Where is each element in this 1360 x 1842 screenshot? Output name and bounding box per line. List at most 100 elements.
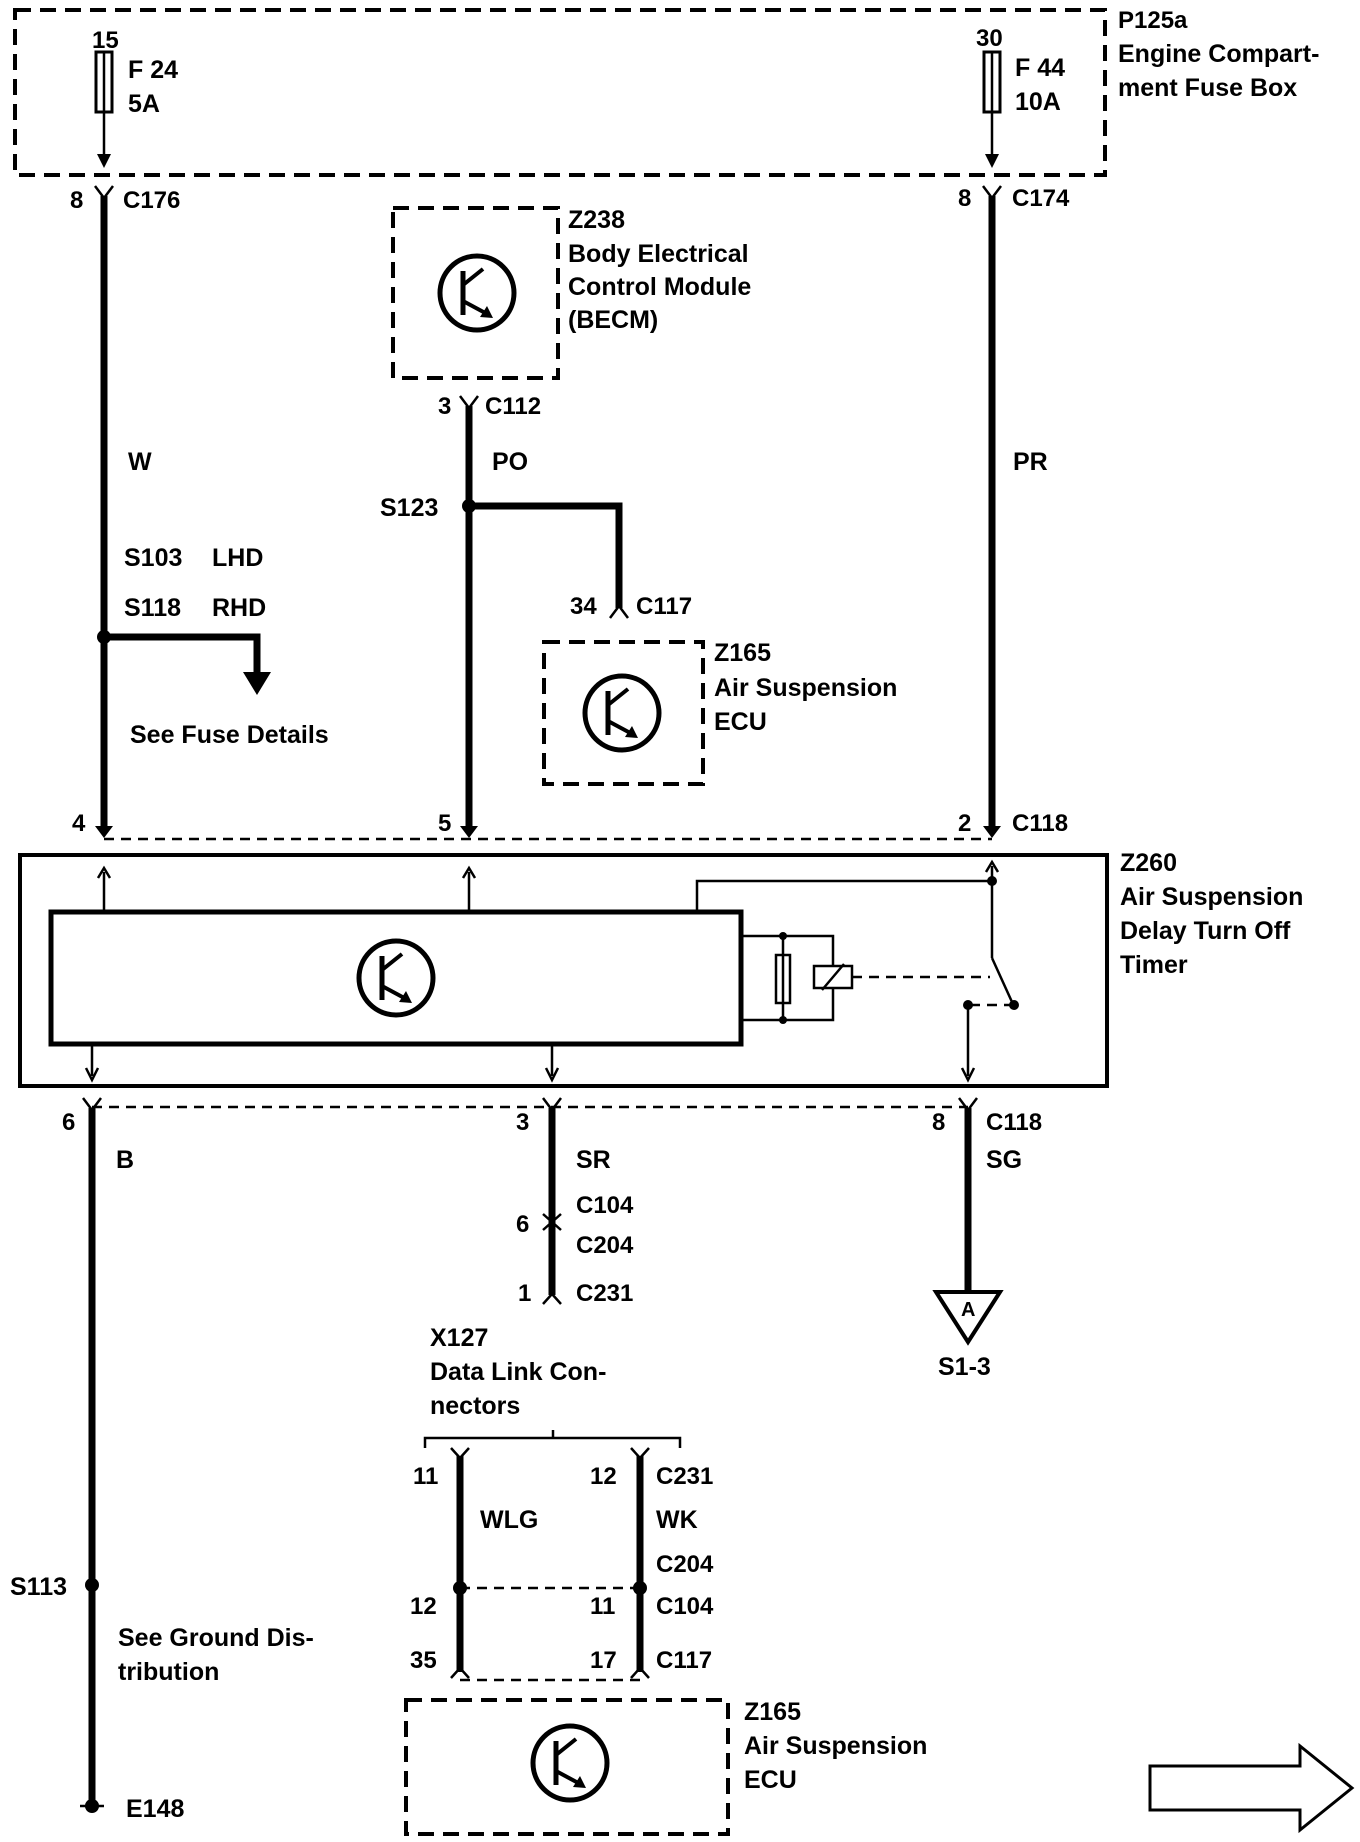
becm-module: Z238 Body Electrical Control Module (BEC… (391, 206, 751, 380)
delay-timer-module: 4 5 2 C118 Z260 Air Suspension Delay Tur… (18, 810, 1303, 1088)
timer-pin-4: 4 (72, 810, 86, 837)
ground-point-icon (85, 1799, 99, 1813)
wire-po-label: PO (492, 448, 528, 476)
wire-pr-label: PR (1013, 448, 1048, 476)
dlc-pin-11-top: 11 (413, 1463, 438, 1490)
see-ground-1: See Ground Dis- (118, 1624, 314, 1652)
wire-po: 3 C112 PO S123 34 C117 (380, 393, 692, 826)
dlc-pin-17: 17 (590, 1647, 617, 1674)
see-ground-2: tribution (118, 1658, 219, 1686)
splice-s113: S113 (10, 1573, 67, 1601)
splice-s103: S103 (124, 544, 182, 572)
ecu-top-id: Z165 (714, 639, 771, 667)
becm-name-3: (BECM) (568, 306, 658, 334)
timer-out-c118: C118 (986, 1109, 1042, 1136)
splice-dot-s113 (85, 1578, 99, 1592)
dlc-c104: C104 (656, 1593, 714, 1620)
c104-label: C104 (576, 1192, 634, 1219)
dlc-pin-12-mid: 12 (410, 1593, 437, 1620)
timer-pin-5: 5 (438, 810, 451, 837)
c176-pin: 8 (70, 187, 83, 214)
wire-sr-label: SR (576, 1146, 611, 1174)
c117-label: C117 (636, 593, 692, 620)
timer-out-pin-8: 8 (932, 1109, 945, 1136)
fuse-f24: 15 F 24 5A (92, 27, 178, 168)
wire-wlg-label: WLG (480, 1506, 538, 1534)
rhd-label: RHD (212, 594, 266, 622)
wire-sg: SG A S1-3 (932, 1108, 1022, 1381)
c174-label: C174 (1012, 185, 1070, 212)
dlc-pin-35: 35 (410, 1647, 437, 1674)
splice-s118: S118 (124, 594, 181, 622)
ecu-bottom-name-1: Air Suspension (744, 1732, 927, 1760)
c104-pin: 6 (516, 1211, 529, 1238)
c176-label: C176 (123, 187, 180, 214)
fuse-f44: 30 F 44 10A (976, 25, 1065, 168)
fuse-f44-rating: 10A (1015, 88, 1061, 116)
c231-pin: 1 (518, 1280, 531, 1307)
timer-name-1: Air Suspension (1120, 883, 1303, 911)
ground-e148: E148 (126, 1795, 184, 1823)
air-suspension-ecu-bottom: Z165 Air Suspension ECU (404, 1698, 927, 1836)
wire-w-label: W (128, 448, 152, 476)
c117-pin: 34 (570, 593, 597, 620)
becm-id: Z238 (568, 206, 625, 234)
timer-name-3: Timer (1120, 951, 1188, 979)
timer-c118-top: C118 (1012, 810, 1068, 837)
ecu-bottom-name-2: ECU (744, 1766, 797, 1794)
wire-w: 8 C176 W S103 LHD S118 RHD See Fuse Deta… (70, 185, 329, 826)
splice-s123: S123 (380, 494, 438, 522)
next-page-arrow-icon[interactable] (1148, 1742, 1355, 1834)
timer-pin-2: 2 (958, 810, 971, 837)
timer-out-pin-6: 6 (62, 1109, 75, 1136)
ecu-top-name-1: Air Suspension (714, 674, 897, 702)
offpage-triangle-icon (932, 1290, 1004, 1346)
lhd-label: LHD (212, 544, 263, 572)
wire-pr: 8 C174 PR (958, 185, 1070, 826)
timer-resistor (774, 953, 792, 1005)
wire-b-label: B (116, 1146, 134, 1174)
fuse-f44-terminal: 30 (976, 25, 1003, 52)
c112-label: C112 (485, 393, 541, 420)
ecu-bottom-id: Z165 (744, 1698, 801, 1726)
fuse-f44-label: F 44 (1015, 54, 1065, 82)
see-fuse-details: See Fuse Details (130, 721, 329, 749)
ecu-bottom-transistor-icon (533, 1726, 607, 1800)
fuse-f24-terminal: 15 (92, 27, 119, 54)
dlc-id: X127 (430, 1324, 488, 1352)
timer-electronics-box (48, 909, 744, 1047)
c204-label: C204 (576, 1232, 634, 1259)
wire-b: B S113 See Ground Dis- tribution E148 (10, 1108, 314, 1823)
becm-name-2: Control Module (568, 273, 751, 301)
dlc-c117: C117 (656, 1647, 712, 1674)
dlc-c231: C231 (656, 1463, 713, 1490)
fuse-box-id: P125a (1118, 7, 1188, 34)
fuse-f24-rating: 5A (128, 90, 160, 118)
fuse-box-name-1: Engine Compart- (1118, 40, 1319, 68)
dlc-pin-11-mid: 11 (590, 1593, 615, 1620)
wire-wk-label: WK (656, 1506, 698, 1534)
ecu-top-name-2: ECU (714, 708, 767, 736)
dlc-name-2: nectors (430, 1392, 520, 1420)
air-suspension-ecu-top: Z165 Air Suspension ECU (542, 639, 897, 786)
becm-name-1: Body Electrical (568, 240, 749, 268)
fuse-box-name-2: ment Fuse Box (1118, 74, 1297, 102)
c231-label: C231 (576, 1280, 633, 1307)
timer-id: Z260 (1120, 849, 1177, 877)
becm-transistor-icon (440, 256, 514, 330)
wire-sr: SR 6 C104 C204 1 C231 (516, 1108, 634, 1307)
timer-transistor-icon (359, 941, 433, 1015)
data-link-connectors: X127 Data Link Con- nectors 11 12 C231 W… (410, 1324, 714, 1682)
timer-name-2: Delay Turn Off (1120, 917, 1291, 945)
offpage-letter: A (961, 1299, 975, 1321)
c112-pin: 3 (438, 393, 451, 420)
offpage-ref: S1-3 (938, 1353, 991, 1381)
dlc-name-1: Data Link Con- (430, 1358, 606, 1386)
timer-out-pin-3: 3 (516, 1109, 529, 1136)
fuse-box: P125a Engine Compart- ment Fuse Box 15 F… (13, 7, 1319, 177)
fuse-f24-label: F 24 (128, 56, 178, 84)
dlc-pin-12-top: 12 (590, 1463, 617, 1490)
dlc-c204: C204 (656, 1551, 714, 1578)
c174-pin: 8 (958, 185, 971, 212)
